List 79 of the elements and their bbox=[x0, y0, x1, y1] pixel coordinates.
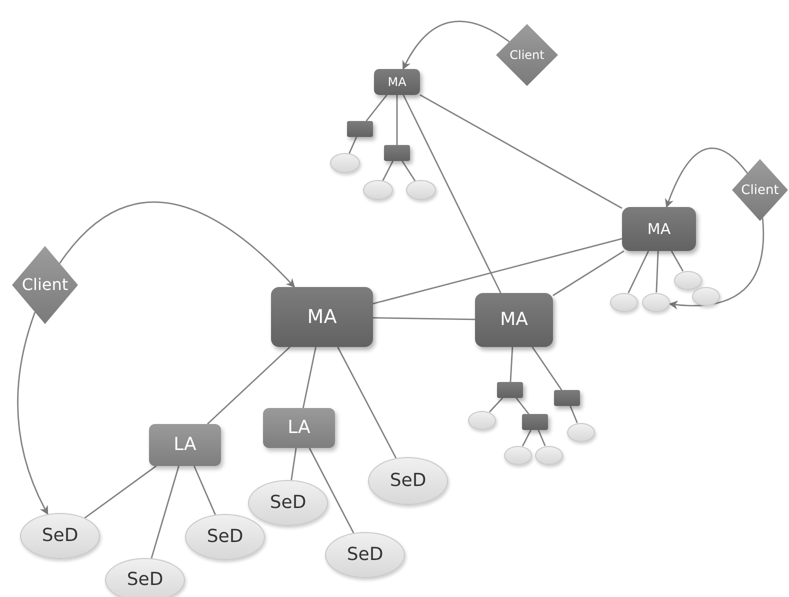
server-ellipse bbox=[363, 180, 393, 200]
agent-box bbox=[149, 424, 221, 466]
agent-box bbox=[522, 414, 548, 430]
agent-box bbox=[347, 121, 373, 137]
connector-line bbox=[570, 406, 578, 424]
server-ellipse bbox=[504, 446, 532, 464]
node-label: Client bbox=[510, 49, 544, 61]
server-ellipse bbox=[185, 514, 265, 560]
agent-box bbox=[271, 287, 373, 347]
agent-box bbox=[374, 69, 420, 95]
agent-box bbox=[554, 390, 580, 406]
server-ellipse bbox=[674, 270, 702, 290]
connector-line bbox=[150, 466, 180, 558]
agent-box bbox=[263, 408, 335, 448]
arrow bbox=[665, 148, 748, 208]
server-ellipse bbox=[535, 446, 563, 464]
connector-line bbox=[516, 398, 530, 414]
server-ellipse bbox=[20, 513, 100, 559]
server-ellipse bbox=[325, 532, 405, 578]
agent-box bbox=[497, 382, 523, 398]
server-ellipse bbox=[642, 292, 670, 312]
agent-box bbox=[384, 145, 410, 161]
server-ellipse bbox=[692, 286, 720, 306]
server-ellipse bbox=[105, 558, 185, 597]
node-label: SeD bbox=[126, 571, 164, 589]
server-ellipse bbox=[368, 457, 448, 505]
connector-line bbox=[382, 160, 394, 181]
agent-box bbox=[475, 293, 553, 347]
agent-box bbox=[622, 207, 696, 251]
client-diamond bbox=[12, 246, 78, 324]
connector-line bbox=[396, 95, 398, 145]
arrow bbox=[668, 218, 764, 310]
node-label: MA bbox=[647, 222, 671, 236]
connector-line bbox=[510, 346, 514, 382]
node-label: LA bbox=[174, 436, 196, 454]
connector-line bbox=[348, 136, 358, 154]
client-diamond bbox=[496, 24, 558, 86]
arrow bbox=[59, 202, 296, 288]
connector-line bbox=[522, 430, 532, 446]
server-ellipse bbox=[406, 180, 436, 200]
connector-line bbox=[402, 94, 502, 294]
arrow bbox=[17, 312, 48, 515]
connector-line bbox=[420, 94, 622, 209]
node-label: SeD bbox=[270, 494, 306, 512]
connector-line bbox=[302, 346, 316, 408]
server-ellipse bbox=[610, 292, 638, 312]
connector-line bbox=[207, 346, 290, 425]
connector-line bbox=[538, 430, 546, 446]
node-label: LA bbox=[288, 419, 310, 437]
connector-line bbox=[84, 465, 157, 519]
node-label: SeD bbox=[346, 546, 384, 564]
connector-line bbox=[290, 448, 297, 480]
connector-line bbox=[532, 346, 562, 390]
node-label: Client bbox=[22, 277, 68, 293]
node-label: SeD bbox=[206, 528, 244, 546]
server-ellipse bbox=[567, 422, 595, 442]
server-ellipse bbox=[468, 410, 496, 430]
connector-line bbox=[488, 398, 504, 412]
connector-line bbox=[670, 250, 684, 272]
node-label: SeD bbox=[390, 472, 426, 490]
node-label: MA bbox=[388, 76, 406, 88]
connector-line bbox=[372, 317, 475, 320]
node-label: MA bbox=[307, 308, 337, 326]
node-label: MA bbox=[500, 311, 528, 329]
connector-line bbox=[656, 250, 659, 293]
connector-line bbox=[366, 94, 388, 122]
connector-line bbox=[372, 238, 622, 304]
connector-line bbox=[402, 160, 416, 182]
server-ellipse bbox=[248, 480, 328, 526]
connector-line bbox=[337, 346, 397, 458]
connector-line bbox=[628, 250, 650, 294]
arrow bbox=[402, 20, 510, 70]
server-ellipse bbox=[330, 153, 360, 173]
node-label: SeD bbox=[42, 527, 78, 545]
node-label: Client bbox=[741, 184, 779, 196]
connector-line bbox=[193, 466, 216, 515]
connector-line bbox=[552, 250, 624, 296]
connector-line bbox=[308, 448, 354, 534]
client-diamond bbox=[732, 159, 788, 221]
